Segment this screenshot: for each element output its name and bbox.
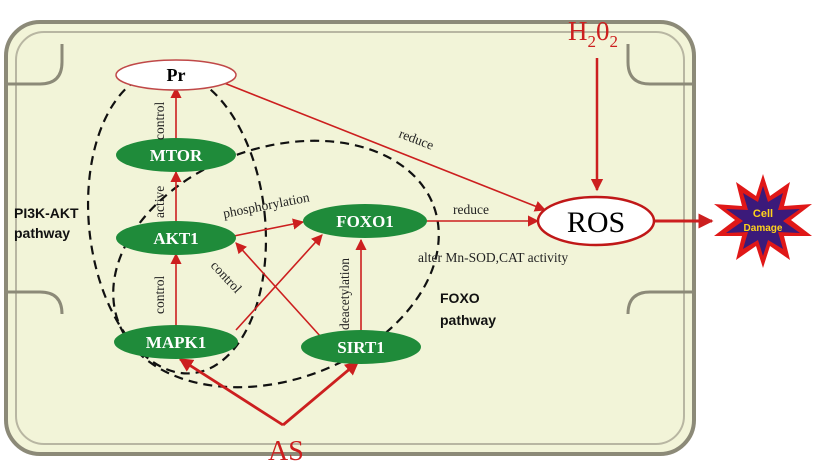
edge-sirt1-akt1 <box>235 242 322 338</box>
edge-as-mapk1 <box>178 357 284 427</box>
foxo-boundary <box>112 139 440 389</box>
node-ros-label: ROS <box>567 206 625 239</box>
label-foxo1-activity: alter Mn-SOD,CAT activity <box>418 250 568 265</box>
cell-damage-burst-icon: Cell Damage <box>714 174 812 268</box>
node-pr: Pr <box>115 59 237 91</box>
label-sirt1-foxo1: deacetylation <box>337 258 352 330</box>
node-foxo1-label: FOXO1 <box>336 212 394 231</box>
label-mapk1-akt1: control <box>152 276 167 314</box>
node-sirt1: SIRT1 <box>301 330 421 364</box>
node-ros: ROS <box>536 195 656 247</box>
label-akt1-mtor: active <box>152 186 167 218</box>
node-akt1-label: AKT1 <box>153 229 198 248</box>
label-foxo1-ros: reduce <box>453 202 489 217</box>
node-foxo1: FOXO1 <box>303 204 427 238</box>
edges <box>170 58 714 427</box>
node-mtor-label: MTOR <box>150 146 203 165</box>
edge-as-sirt1 <box>282 360 360 427</box>
as-label: AS <box>268 436 304 467</box>
node-akt1: AKT1 <box>116 221 236 255</box>
edge-mapk1-foxo1 <box>235 234 323 331</box>
h2o2-label: H202 <box>568 16 618 51</box>
node-pr-label: Pr <box>167 65 186 85</box>
node-sirt1-label: SIRT1 <box>337 338 385 357</box>
label-mtor-pr: control <box>152 102 167 140</box>
edge-akt1-foxo1 <box>233 218 305 237</box>
node-mapk1-label: MAPK1 <box>146 333 206 352</box>
node-mapk1: MAPK1 <box>114 325 238 359</box>
cell-damage-line1: Cell <box>753 208 773 220</box>
node-mtor: MTOR <box>116 138 236 172</box>
cell-damage-line2: Damage <box>744 223 783 234</box>
edge-pr-ros <box>213 78 547 212</box>
